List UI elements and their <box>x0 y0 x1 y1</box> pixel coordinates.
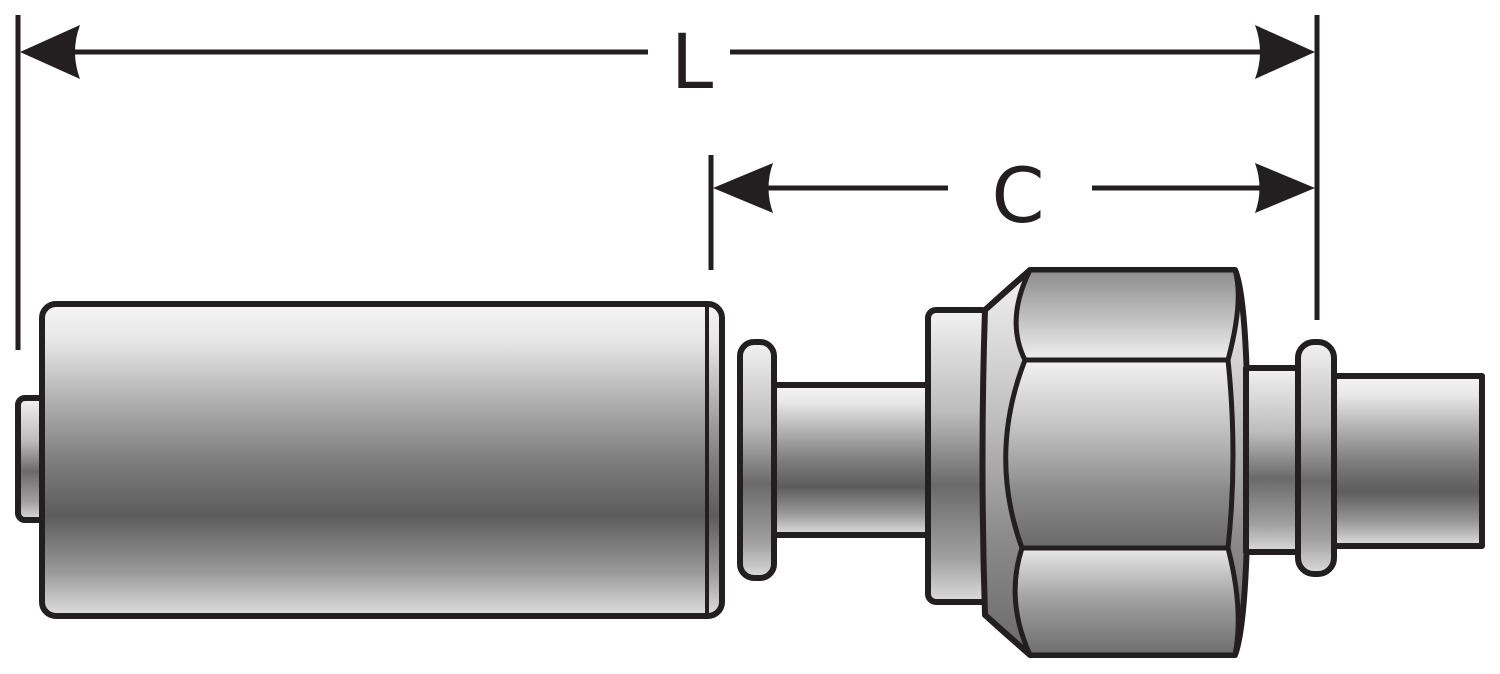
dimension-c: C <box>708 151 1315 270</box>
tube-end <box>1331 373 1485 549</box>
hex-nut-top-flat <box>1013 267 1241 363</box>
dimension-label-c: C <box>991 151 1044 240</box>
hex-nut <box>979 267 1251 658</box>
stem-tube <box>771 382 933 538</box>
arrowhead-left-icon <box>20 25 80 79</box>
hex-nut-bottom-flat <box>1012 545 1241 658</box>
arrowhead-c-left-icon <box>713 163 773 213</box>
hex-nut-center-face <box>1003 357 1236 551</box>
fitting <box>15 267 1485 658</box>
arrowhead-c-right-icon <box>1255 163 1315 213</box>
ferrule <box>39 301 725 619</box>
arrowhead-right-icon <box>1255 25 1315 79</box>
o-ring-bead <box>1295 339 1337 577</box>
dimension-label-l: L <box>671 17 713 106</box>
nut-neck <box>1243 365 1305 555</box>
hex-nut-chamfer-left <box>983 268 1032 657</box>
ferrule-collar-ring <box>737 339 777 581</box>
dimension-l: L <box>15 15 1320 350</box>
